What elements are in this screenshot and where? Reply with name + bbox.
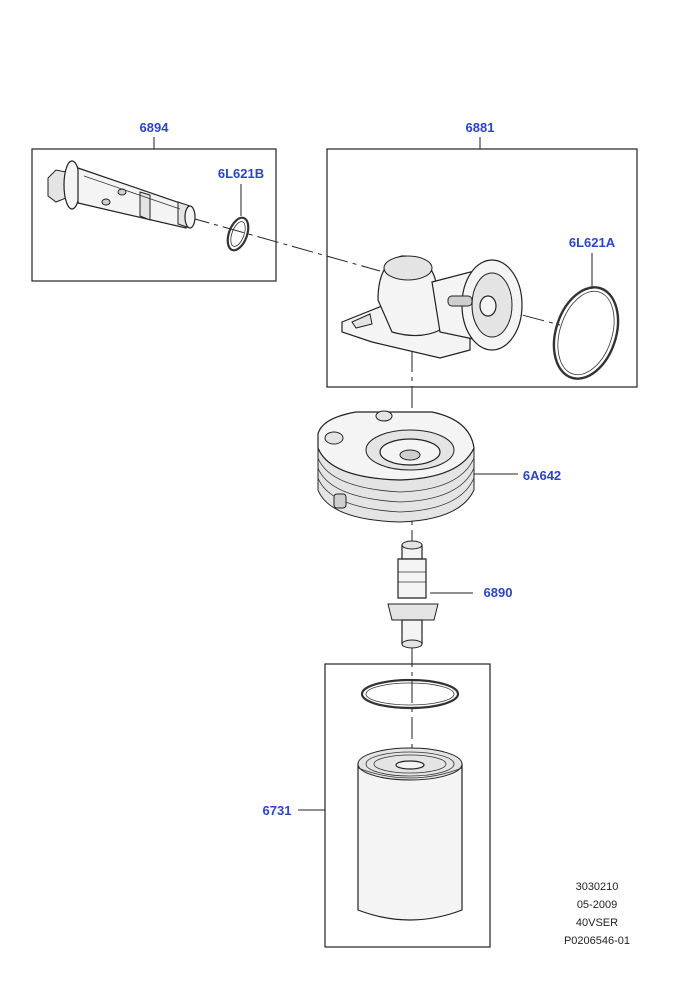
callout-6890: 6890 [484, 585, 513, 600]
filter-housing-6881 [341, 255, 523, 359]
adapter-6890 [387, 540, 439, 649]
callout-6A642: 6A642 [523, 468, 561, 483]
callout-6L621B: 6L621B [218, 166, 264, 181]
callout-6L621A: 6L621A [569, 235, 616, 250]
frame-6731 [324, 663, 491, 948]
ref-line-3: 40VSER [576, 917, 618, 929]
oil-filter-6731 [357, 747, 463, 921]
ref-line-4: P0206546-01 [564, 935, 630, 947]
ref-line-1: 3030210 [576, 881, 619, 893]
ref-line-2: 05-2009 [577, 899, 617, 911]
o-ring-6L621B [226, 216, 250, 252]
callout-6894: 6894 [140, 120, 170, 135]
callout-6731: 6731 [263, 803, 292, 818]
axis-bolt-to-housing [187, 216, 381, 272]
hollow-bolt-6894 [47, 160, 196, 229]
filter-gasket [360, 678, 460, 710]
callout-6881: 6881 [466, 120, 495, 135]
oil-cooler-6A642 [317, 410, 475, 523]
o-ring-6L621A [552, 286, 620, 380]
frame-6881 [326, 148, 638, 388]
